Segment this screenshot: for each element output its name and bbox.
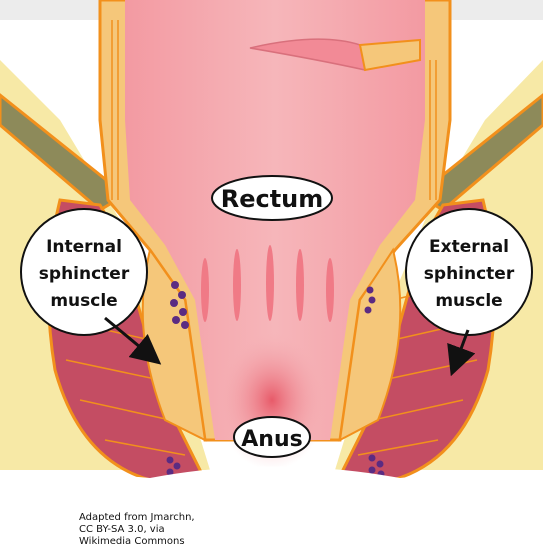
rectum-label: Rectum — [221, 185, 324, 213]
attribution-credit: Adapted from Jmarchn, CC BY-SA 3.0, via … — [79, 512, 229, 548]
credit-line-3: Wikimedia Commons — [79, 536, 229, 548]
rectum-label-bubble: Rectum — [212, 176, 332, 220]
credit-line-2: CC BY-SA 3.0, via — [79, 524, 229, 536]
external-label-line-1: External — [429, 237, 509, 257]
internal-sphincter-label-bubble: Internal sphincter muscle — [21, 209, 147, 335]
external-label-line-2: sphincter — [424, 264, 515, 284]
credit-line-1: Adapted from Jmarchn, — [79, 512, 229, 524]
external-label-line-3: muscle — [435, 291, 502, 311]
internal-label-line-3: muscle — [50, 291, 117, 311]
anus-label-bubble: Anus — [234, 417, 310, 457]
anus-label: Anus — [241, 427, 302, 452]
internal-label-line-1: Internal — [46, 237, 122, 257]
external-sphincter-label-bubble: External sphincter muscle — [406, 209, 532, 335]
internal-label-line-2: sphincter — [39, 264, 130, 284]
